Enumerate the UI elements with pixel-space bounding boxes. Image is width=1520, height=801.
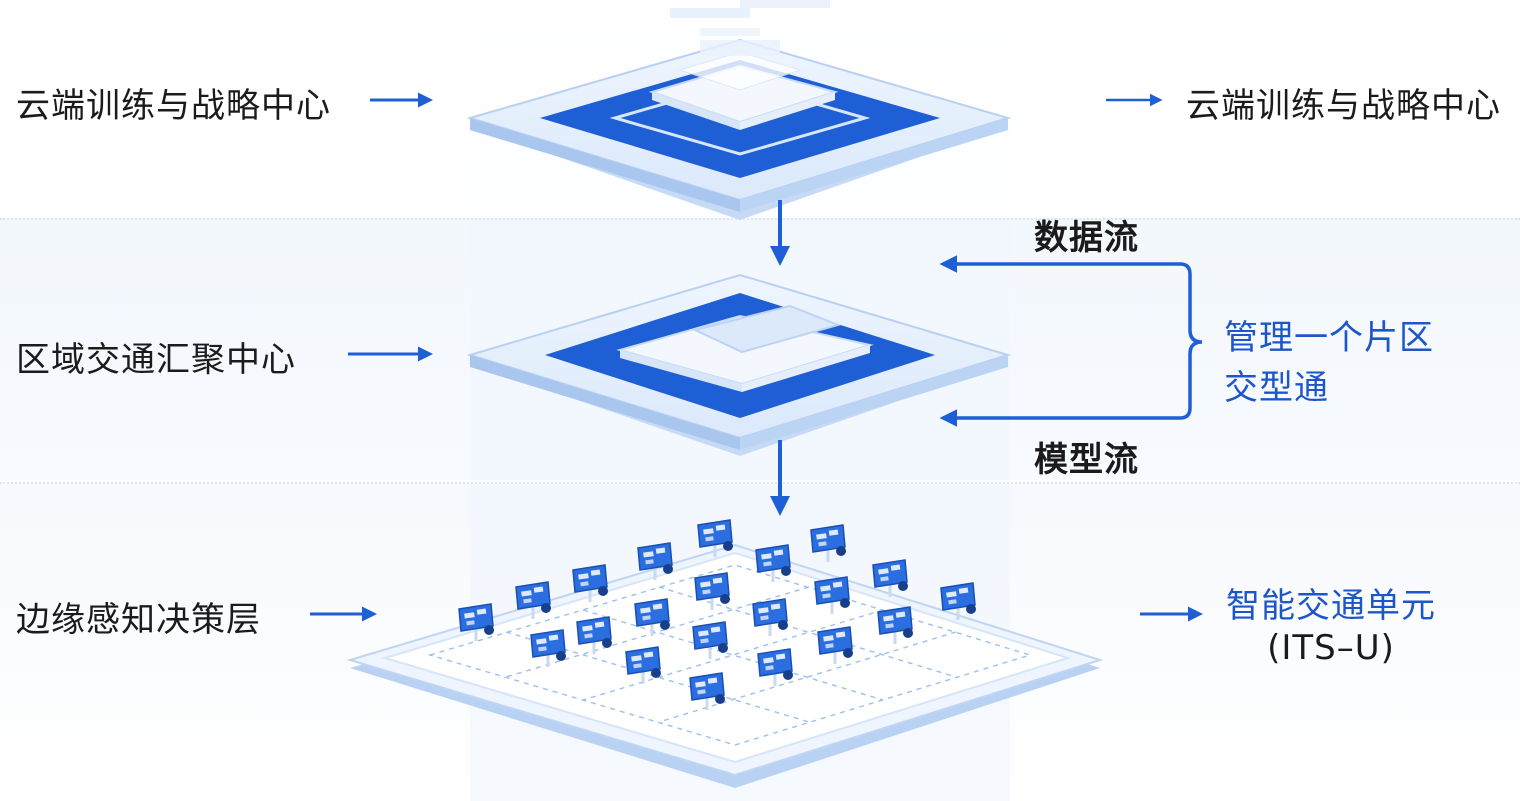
- brace-label-line2: 交型通: [1224, 368, 1329, 408]
- regional-center-slab: [466, 273, 1012, 456]
- its-unit-name: 智能交通单元: [1226, 586, 1436, 626]
- regional-center-label: 区域交通汇聚中心: [16, 340, 296, 380]
- model-flow-label: 模型流: [1034, 440, 1139, 480]
- cloud-center-right-label: 云端训练与战略中心: [1186, 86, 1501, 126]
- edge-layer-slab: [346, 543, 1104, 788]
- cloud-center-label: 云端训练与战略中心: [16, 86, 331, 126]
- data-flow-label: 数据流: [1034, 218, 1139, 258]
- flow-brace: [1179, 262, 1203, 420]
- cloud-center-slab: [466, 0, 1012, 220]
- edge-layer-label: 边缘感知决策层: [16, 600, 261, 640]
- its-unit-abbr: (ITS–U): [1267, 628, 1395, 668]
- brace-label-line1: 管理一个片区: [1224, 318, 1434, 358]
